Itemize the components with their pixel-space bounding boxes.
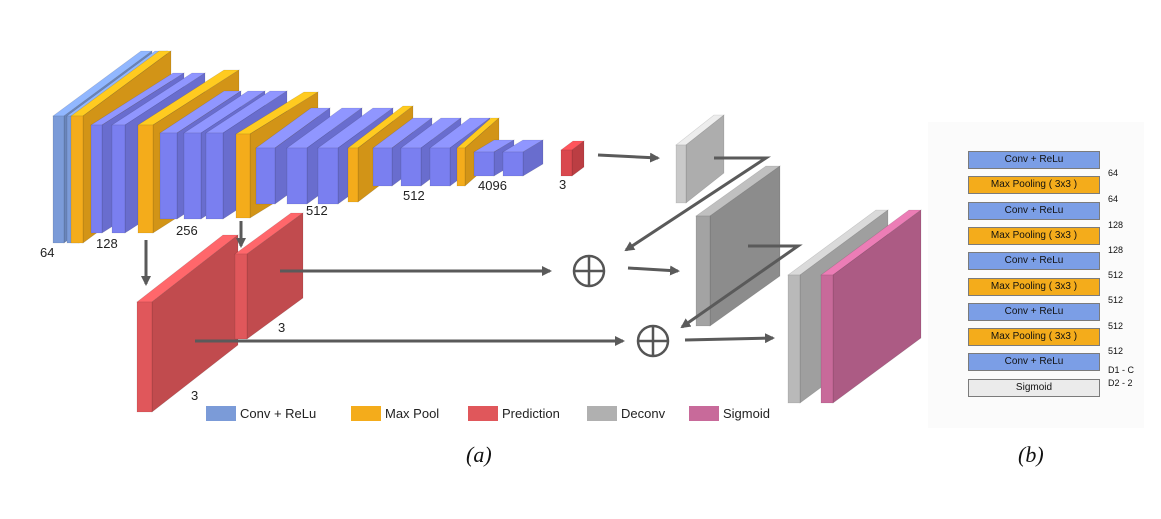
label-128: 128 [96,236,118,251]
deconv-block-2 [695,165,781,327]
sum-node-1 [572,254,606,288]
legend-item-deconv: Deconv [587,406,666,421]
prediction-block-pool2 [234,212,304,340]
layer-size-label: 128 [1108,220,1124,230]
legend-item-conv-relu: Conv + ReLu [206,406,316,421]
output-sigmoid-block [820,209,922,404]
prediction-block-pool1 [136,234,239,413]
legend-label: Sigmoid [723,406,770,421]
label-512-a: 512 [306,203,328,218]
label-pred2-3: 3 [278,320,285,335]
layer-size-label: 512 [1108,321,1124,331]
arrow-deconv1-to-sum1 [624,156,772,252]
arrows [141,152,803,346]
label-4096: 4096 [478,178,507,193]
fc-block-4096-b [501,139,545,177]
layer-row-sigmoid: Sigmoid [968,378,1100,397]
arrow-score-to-deconv1 [597,152,660,163]
legend-swatch [351,406,381,421]
encoder-blocks [52,50,922,413]
layer-size-label: D2 - 2 [1108,378,1133,388]
caption-b: (b) [1018,442,1044,467]
caption-a: (a) [466,442,492,467]
layer-row-pool: Max Pooling ( 3x3 ) [968,328,1100,347]
sum-node-2 [636,324,670,358]
legend-label: Max Pool [385,406,439,421]
layer-row-pool: Max Pooling ( 3x3 ) [968,176,1100,195]
layer-row-conv: Conv + ReLu [968,151,1100,169]
label-score-3: 3 [559,177,566,192]
legend-item-prediction: Prediction [468,406,560,421]
layer-row-pool: Max Pooling ( 3x3 ) [968,226,1100,245]
arrow-deconv2-to-sum2 [680,244,803,329]
layer-size-label: 512 [1108,295,1124,305]
legend-swatch [206,406,236,421]
layer-row-conv: Conv + ReLu [968,252,1100,271]
layer-row-conv: Conv + ReLu [968,302,1100,321]
legend-swatch [587,406,617,421]
legend-swatch [468,406,498,421]
layer-row-conv: Conv + ReLu [968,201,1100,220]
legend-item-sigmoid: Sigmoid [689,406,770,421]
layer-row-conv: Conv + ReLu [968,353,1100,372]
layer-size-label: 64 [1108,168,1119,178]
label-64: 64 [40,245,54,260]
score-block-3 [560,140,585,177]
layer-size-label: 512 [1108,270,1124,280]
layer-size-label: 64 [1108,194,1119,204]
legend-label: Prediction [502,406,560,421]
legend-swatch [689,406,719,421]
label-512-b: 512 [403,188,425,203]
label-pred1-3: 3 [191,388,198,403]
arrow-sum2-to-output [684,333,775,344]
legend: Conv + ReLu Max Pool Prediction Deconv Sigmo… [206,406,770,421]
legend-label: Deconv [621,406,666,421]
label-256: 256 [176,223,198,238]
layer-size-label: D1 - C [1108,365,1135,375]
legend-label: Conv + ReLu [240,406,316,421]
legend-item-max-pool: Max Pool [351,406,439,421]
arrow-sum1-to-deconv2 [627,265,680,276]
layer-row-pool: Max Pooling ( 3x3 ) [968,277,1100,296]
layer-size-label: 512 [1108,346,1124,356]
deconv-block-1 [675,114,725,204]
layer-size-label: 128 [1108,245,1124,255]
